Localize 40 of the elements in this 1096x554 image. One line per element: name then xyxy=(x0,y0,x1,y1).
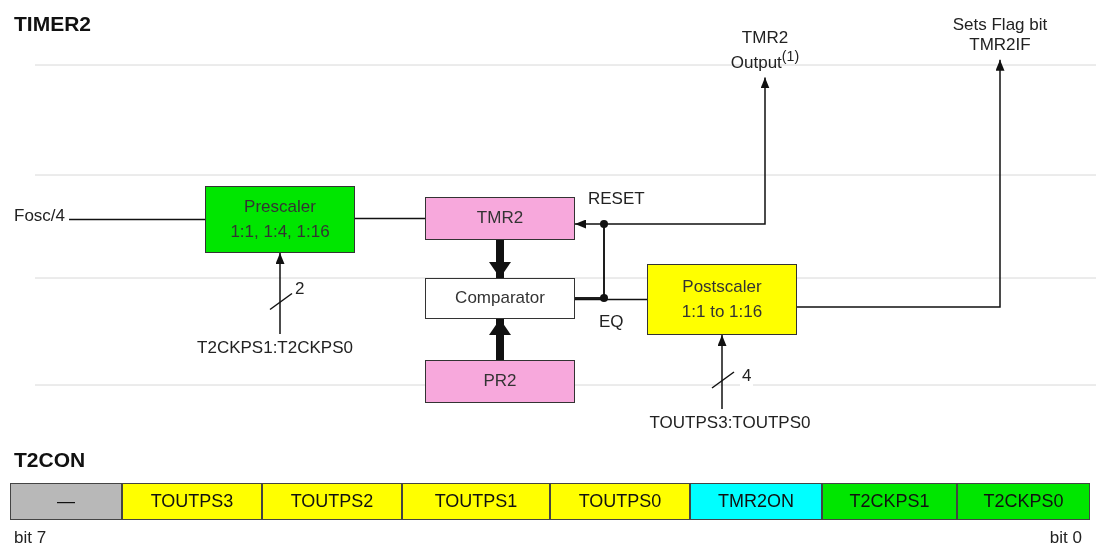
register-bit-cell: TOUTPS1 xyxy=(402,483,550,520)
bus-width-label: 4 xyxy=(740,367,754,386)
ratio-text: 1:1 to 1:16 xyxy=(681,300,763,323)
arrow xyxy=(269,252,293,335)
ratio-text: 1:1, 1:4, 1:16 xyxy=(230,220,330,243)
connector-line xyxy=(574,298,648,301)
register-bit-cell: T2CKPS1 xyxy=(822,483,957,520)
register-bit-cell: TOUTPS0 xyxy=(550,483,690,520)
connector-line xyxy=(354,217,426,220)
bus-arrow xyxy=(489,319,511,360)
control-bits-label: T2CKPS1:T2CKPS0 xyxy=(160,338,390,359)
arrow xyxy=(796,59,1005,308)
flag-label: Sets Flag bit TMR2IF xyxy=(950,15,1050,56)
comparator-box xyxy=(425,278,575,319)
arrow xyxy=(574,76,770,299)
output-label: TMR2 Output$^{(1)}$ xyxy=(725,28,805,74)
arrow xyxy=(711,334,735,410)
register-box xyxy=(425,197,575,240)
connector-line xyxy=(68,218,206,221)
bit-index-label: bit 0 xyxy=(1049,528,1082,548)
block-title: Comparator xyxy=(455,287,545,310)
block-title: Postscaler xyxy=(682,275,762,298)
prescaler-box xyxy=(205,186,355,253)
bit-index-label: bit 7 xyxy=(14,528,47,548)
diagram-title: TIMER2 xyxy=(14,12,91,36)
register-bit-cell: TMR2ON xyxy=(690,483,822,520)
postscaler-box xyxy=(647,264,797,335)
register-bit-cell: — xyxy=(10,483,122,520)
register-bit-cell: T2CKPS0 xyxy=(957,483,1090,520)
register-bit-cell: TOUTPS2 xyxy=(262,483,402,520)
input-label: Fosc/4 xyxy=(14,206,66,227)
bus-arrow xyxy=(489,240,511,278)
block-title: Prescaler xyxy=(244,195,316,218)
control-bits-label: TOUTPS3:TOUTPS0 xyxy=(610,413,850,434)
block-title: PR2 xyxy=(483,370,517,393)
block-title: TMR2 xyxy=(476,207,524,230)
bus-width-label: EQ xyxy=(597,313,626,332)
register-title: T2CON xyxy=(14,448,86,472)
register-box xyxy=(425,360,575,403)
register-bit-cell: TOUTPS3 xyxy=(122,483,262,520)
